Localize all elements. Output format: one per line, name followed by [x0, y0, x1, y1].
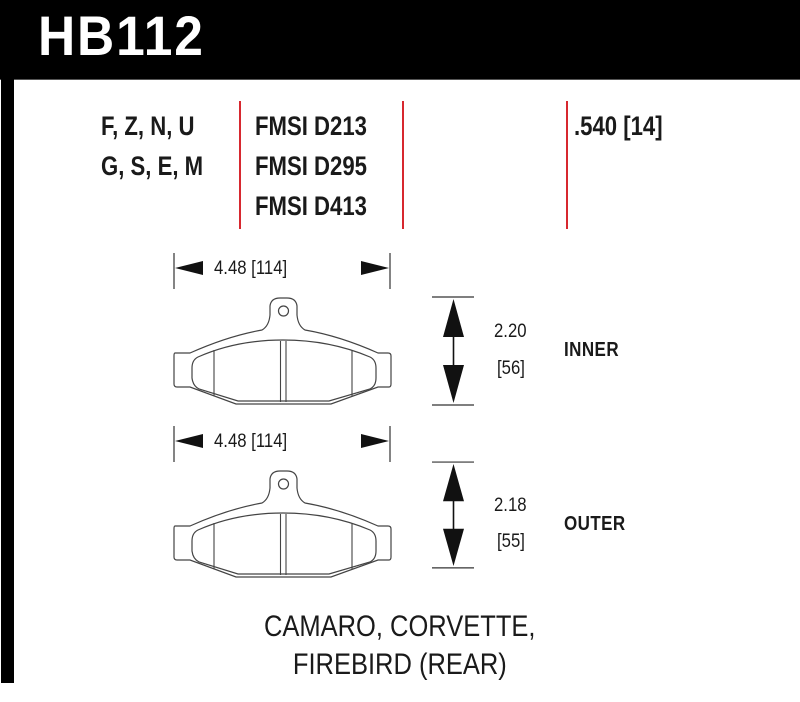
red-divider	[239, 101, 241, 229]
red-divider	[566, 101, 568, 229]
fmsi-line: FMSI D413	[255, 191, 367, 221]
inner-pad-label: INNER	[564, 339, 620, 361]
inner-width-label: 4.48 [114]	[214, 258, 288, 279]
fmsi-numbers: FMSI D213 FMSI D295 FMSI D413	[255, 106, 367, 226]
outer-pad-height-dimension	[431, 461, 475, 569]
outer-width-label: 4.48 [114]	[214, 431, 288, 452]
application-line-1: CAMARO, CORVETTE,	[264, 610, 536, 643]
application-line-2: FIREBIRD (REAR)	[293, 648, 507, 681]
outer-height-in: 2.18	[494, 495, 527, 516]
part-number-title: HB112	[38, 4, 205, 67]
outer-pad-label: OUTER	[564, 513, 626, 535]
vehicle-application: CAMARO, CORVETTE, FIREBIRD (REAR)	[0, 608, 800, 684]
red-divider	[402, 101, 404, 229]
compound-codes: F, Z, N, U G, S, E, M	[101, 106, 203, 186]
thickness-value: .540 [14]	[574, 111, 663, 141]
outer-height-mm: [55]	[497, 531, 525, 552]
inner-height-mm: [56]	[497, 358, 525, 379]
inner-height-in: 2.20	[494, 321, 527, 342]
inner-pad-height-dimension	[431, 296, 475, 406]
header-bar: HB112	[0, 0, 800, 80]
fmsi-line: FMSI D213	[255, 111, 367, 141]
fmsi-line: FMSI D295	[255, 151, 367, 181]
left-border-bar	[1, 79, 14, 683]
outer-pad-outline	[173, 470, 392, 578]
compound-line: G, S, E, M	[101, 151, 204, 181]
inner-pad-outline	[173, 297, 392, 405]
compound-line: F, Z, N, U	[101, 111, 195, 141]
